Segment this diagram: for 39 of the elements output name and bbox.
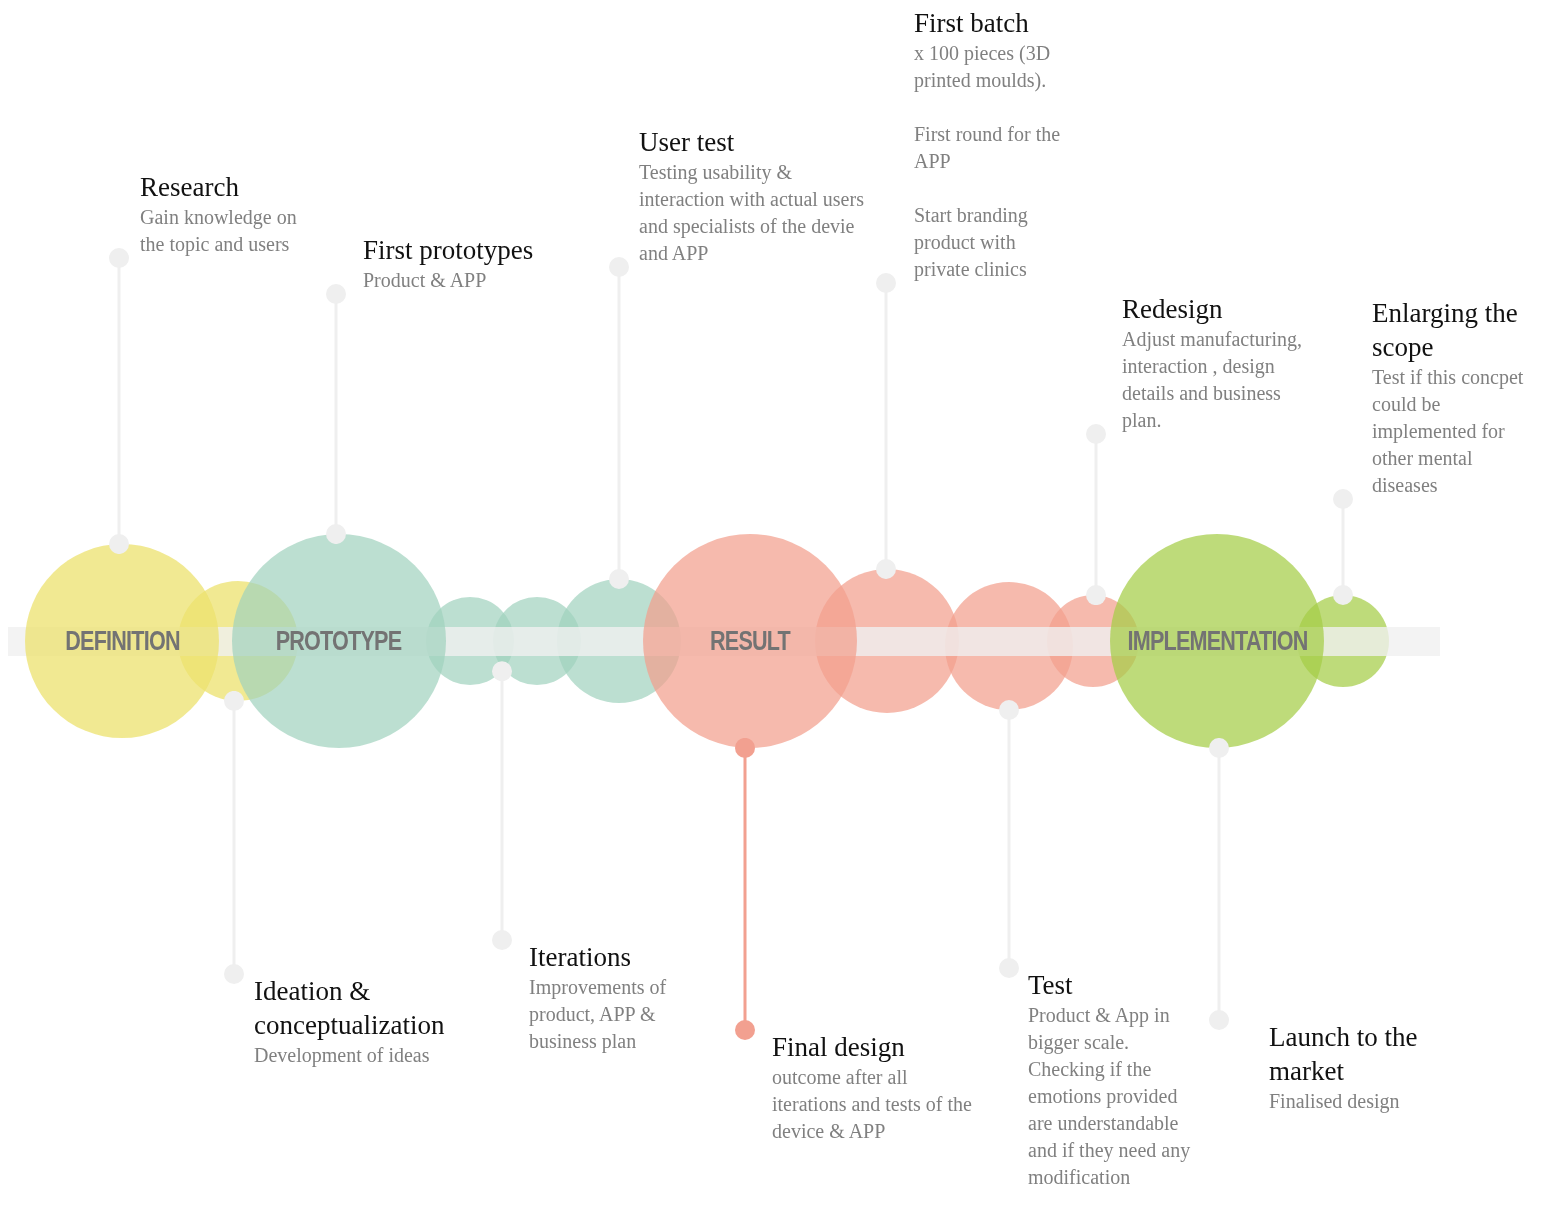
milestone-heading: Iterations (529, 941, 632, 974)
milestone-description: Gain knowledge on the topic and users (140, 205, 298, 258)
leader-line (492, 661, 512, 950)
leader-line (1086, 424, 1106, 606)
milestone-description: Test if this concpet could be implemented for other mental diseases (1372, 365, 1525, 498)
leader-line (1333, 489, 1353, 605)
milestone-heading: First prototypes (363, 234, 535, 267)
milestone-description: outcome after all iterations and tests of the device & APP (772, 1065, 973, 1144)
phase-label: IMPLEMENTATION (1127, 625, 1307, 657)
milestone-description: Testing usability & interaction with actual users and specialists of the devie and APP (639, 160, 865, 266)
phase-label: RESULT (710, 625, 790, 657)
milestone-description: Product & APP (363, 268, 488, 293)
leader-line (224, 690, 244, 984)
milestone-description: Product & App in bigger scale. Checking if the emotions provided are understandable and if they need any modification (1028, 1003, 1192, 1190)
milestone-description: First round for the APP (914, 122, 1062, 174)
milestone-description: Start branding product with private clinics (914, 203, 1029, 283)
milestone-heading: First batch (914, 7, 1030, 40)
milestone-heading: Ideation & conceptualization (254, 975, 446, 1042)
phase-label: DEFINITION (64, 625, 180, 657)
milestone-heading: Enlarging the scope (1372, 297, 1519, 364)
milestone-description: Adjust manufacturing, interaction , design details and business plan. (1122, 327, 1303, 434)
milestone-description: Finalised design (1269, 1089, 1401, 1115)
phase-label: PROTOTYPE (276, 625, 402, 657)
milestone-heading: Research (140, 171, 240, 204)
milestone-heading: Launch to the market (1269, 1021, 1419, 1088)
milestone-heading: Redesign (1122, 293, 1224, 326)
leader-line (735, 737, 755, 1040)
leader-line (999, 700, 1019, 978)
milestone-heading: Test (1028, 969, 1074, 1002)
milestone-description: Development of ideas (254, 1043, 431, 1069)
milestone-heading: Final design (772, 1031, 906, 1064)
leader-line (1209, 738, 1229, 1030)
leader-line (609, 257, 629, 589)
leader-line (876, 273, 896, 579)
leader-line (109, 248, 129, 555)
milestone-description: x 100 pieces (3D printed moulds). (914, 41, 1052, 94)
milestone-heading: User test (639, 126, 736, 159)
leader-line (326, 284, 346, 545)
milestone-description: Improvements of product, APP & business plan (529, 975, 668, 1055)
